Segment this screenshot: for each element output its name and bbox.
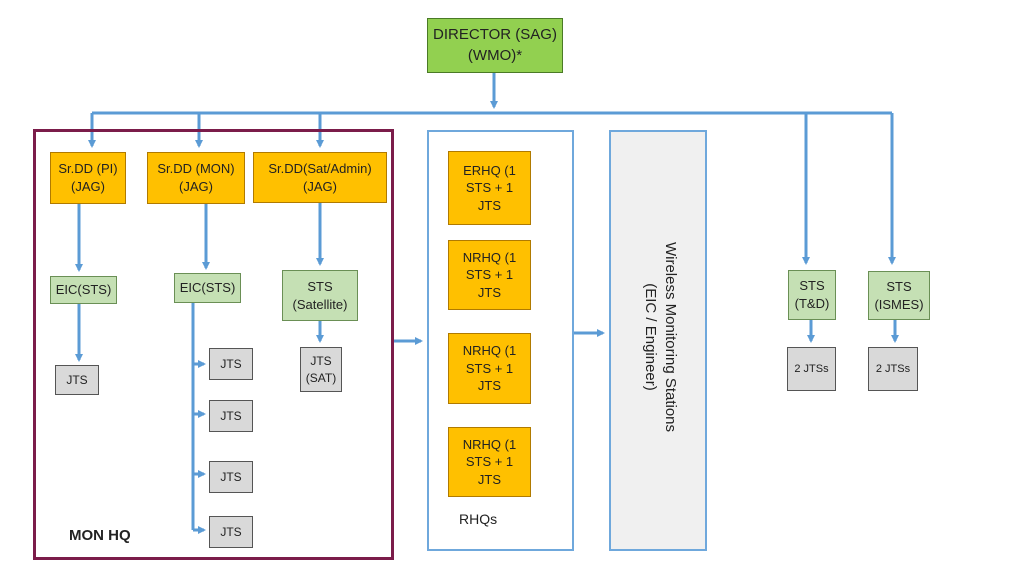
rhq-box-3: NRHQ (1 STS + 1 JTS	[448, 333, 531, 404]
rhq-box-4: NRHQ (1 STS + 1 JTS	[448, 427, 531, 497]
sts-ismes-box: STS (ISMES)	[868, 271, 930, 320]
eic-pi-box: EIC(STS)	[50, 276, 117, 304]
wireless-monitoring-stations-box	[609, 130, 707, 551]
eic-mon-box: EIC(STS)	[174, 273, 241, 303]
jts-ismes-box: 2 JTSs	[868, 347, 918, 391]
mon-hq-label: MON HQ	[69, 527, 131, 544]
jts-mon-box-3: JTS	[209, 461, 253, 493]
jts-td-box: 2 JTSs	[787, 347, 836, 391]
jts-mon-box-1: JTS	[209, 348, 253, 380]
sr-dd-sat-box: Sr.DD(Sat/Admin) (JAG)	[253, 152, 387, 203]
jts-sat-box: JTS (SAT)	[300, 347, 342, 392]
mon-hq-group	[33, 129, 394, 560]
sr-dd-mon-box: Sr.DD (MON) (JAG)	[147, 152, 245, 204]
sr-dd-pi-box: Sr.DD (PI) (JAG)	[50, 152, 126, 204]
jts-mon-box-4: JTS	[209, 516, 253, 548]
jts-mon-box-2: JTS	[209, 400, 253, 432]
wireless-monitoring-stations-label: Wireless Monitoring Stations (EIC / Engi…	[641, 241, 679, 433]
director-box: DIRECTOR (SAG) (WMO)*	[427, 18, 563, 73]
rhq-box-2: NRHQ (1 STS + 1 JTS	[448, 240, 531, 310]
rhq-box-1: ERHQ (1 STS + 1 JTS	[448, 151, 531, 225]
rhqs-group	[427, 130, 574, 551]
rhqs-label: RHQs	[459, 511, 498, 527]
sts-td-box: STS (T&D)	[788, 270, 836, 320]
jts-pi-box: JTS	[55, 365, 99, 395]
sts-satellite-box: STS (Satellite)	[282, 270, 358, 321]
